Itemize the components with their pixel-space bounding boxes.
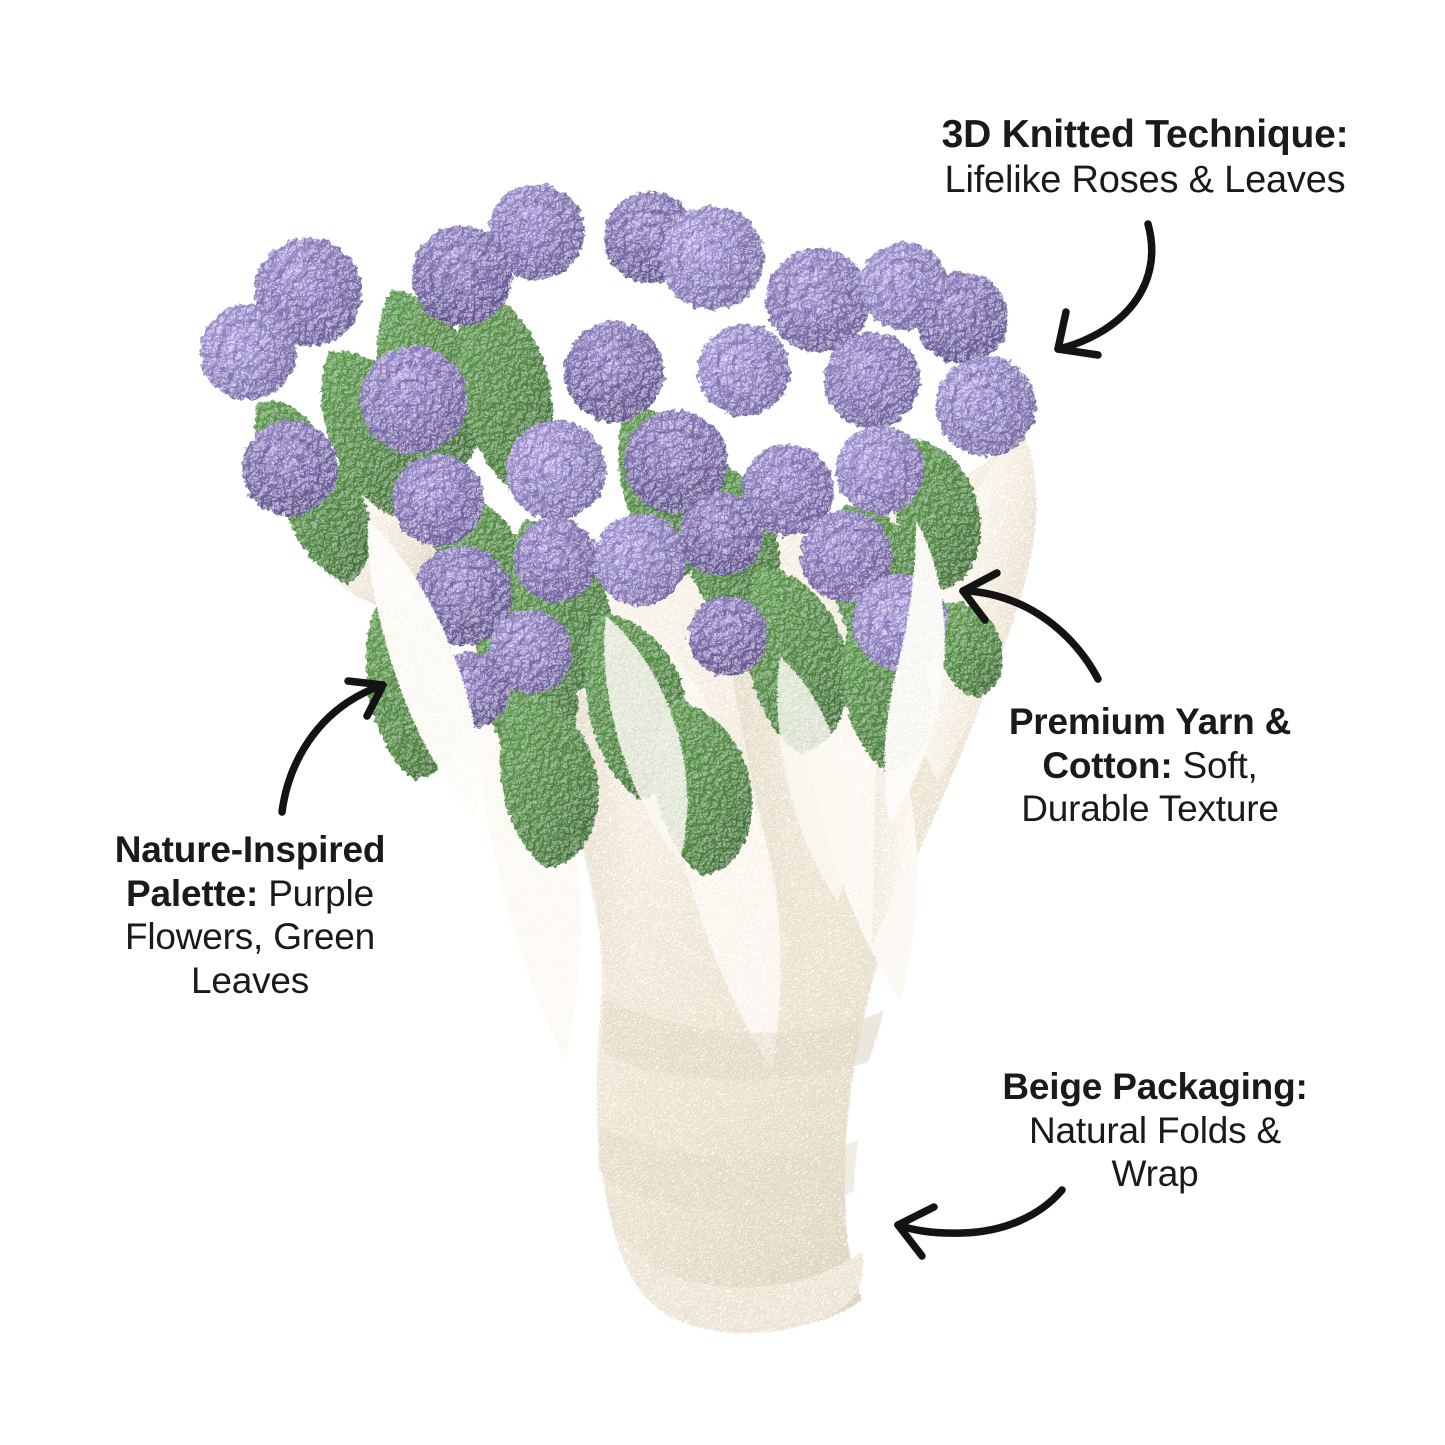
callout-packaging-line2: Natural Folds & bbox=[1029, 1109, 1281, 1151]
callout-packaging-line1: Beige Packaging: bbox=[1002, 1066, 1308, 1107]
callout-nature-inspired-palette: Nature-Inspired Palette: Purple Flowers,… bbox=[45, 828, 455, 1003]
callout-packaging-line3: Wrap bbox=[1111, 1153, 1199, 1195]
callout-palette-line3: Flowers, Green bbox=[124, 916, 376, 958]
wrap-front-collar bbox=[367, 520, 945, 902]
callout-yarn-line1: Premium Yarn & bbox=[1008, 701, 1292, 742]
callout-technique-regular: Lifelike Roses & Leaves bbox=[944, 159, 1346, 202]
callout-premium-yarn-cotton: Premium Yarn & Cotton: Soft, Durable Tex… bbox=[955, 700, 1345, 831]
callout-yarn-line3: Durable Texture bbox=[1021, 788, 1279, 830]
callout-3d-knitted-technique: 3D Knitted Technique: Lifelike Roses & L… bbox=[885, 112, 1405, 203]
callout-palette-line2: Palette: Purple bbox=[126, 872, 374, 914]
callout-yarn-line2: Cotton: Soft, bbox=[1042, 744, 1258, 786]
callout-palette-line4: Leaves bbox=[190, 959, 310, 1001]
purple-roses bbox=[200, 184, 1036, 728]
callout-technique-bold: 3D Knitted Technique: bbox=[941, 113, 1349, 156]
callout-palette-line1: Nature-Inspired bbox=[114, 829, 386, 870]
callout-beige-packaging: Beige Packaging: Natural Folds & Wrap bbox=[955, 1065, 1355, 1196]
